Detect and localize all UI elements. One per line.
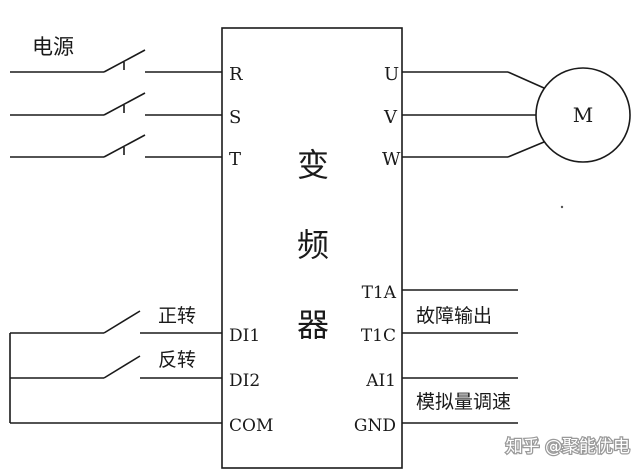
inverter-title-char-3: 器 bbox=[297, 306, 329, 344]
forward-label: 正转 bbox=[158, 305, 196, 327]
stray-dot bbox=[560, 205, 564, 209]
inverter-box bbox=[221, 27, 403, 469]
terminal-t1a: T1A bbox=[362, 283, 397, 303]
terminal-gnd: GND bbox=[354, 416, 396, 436]
terminal-di1: DI1 bbox=[229, 326, 260, 346]
motor-symbol bbox=[535, 67, 631, 163]
terminal-t1c: T1C bbox=[361, 326, 396, 346]
power-line-s bbox=[10, 92, 222, 116]
inverter-title-char-1: 变 bbox=[297, 146, 329, 184]
reverse-label: 反转 bbox=[158, 349, 196, 371]
terminal-t: T bbox=[229, 149, 241, 170]
fault-output-label: 故障输出 bbox=[416, 305, 492, 327]
power-label: 电源 bbox=[32, 35, 74, 59]
watermark: 知乎 @聚能优电 bbox=[506, 437, 630, 457]
terminal-v: V bbox=[383, 107, 398, 128]
terminal-u: U bbox=[384, 64, 399, 85]
power-line-t bbox=[10, 134, 222, 158]
forward-switch-line bbox=[10, 310, 222, 334]
terminal-com: COM bbox=[229, 416, 273, 436]
motor-label: M bbox=[573, 103, 593, 127]
terminal-r: R bbox=[229, 64, 243, 85]
power-line-r bbox=[10, 49, 222, 73]
output-line-u bbox=[402, 71, 545, 89]
terminal-ai1: AI1 bbox=[365, 371, 396, 391]
inverter-title-char-2: 频 bbox=[297, 226, 329, 264]
terminal-w: W bbox=[382, 149, 401, 170]
terminal-di2: DI2 bbox=[229, 371, 260, 391]
analog-speed-label: 模拟量调速 bbox=[416, 391, 511, 413]
reverse-switch-line bbox=[10, 355, 222, 379]
output-line-w bbox=[402, 141, 545, 158]
terminal-s: S bbox=[229, 107, 241, 128]
